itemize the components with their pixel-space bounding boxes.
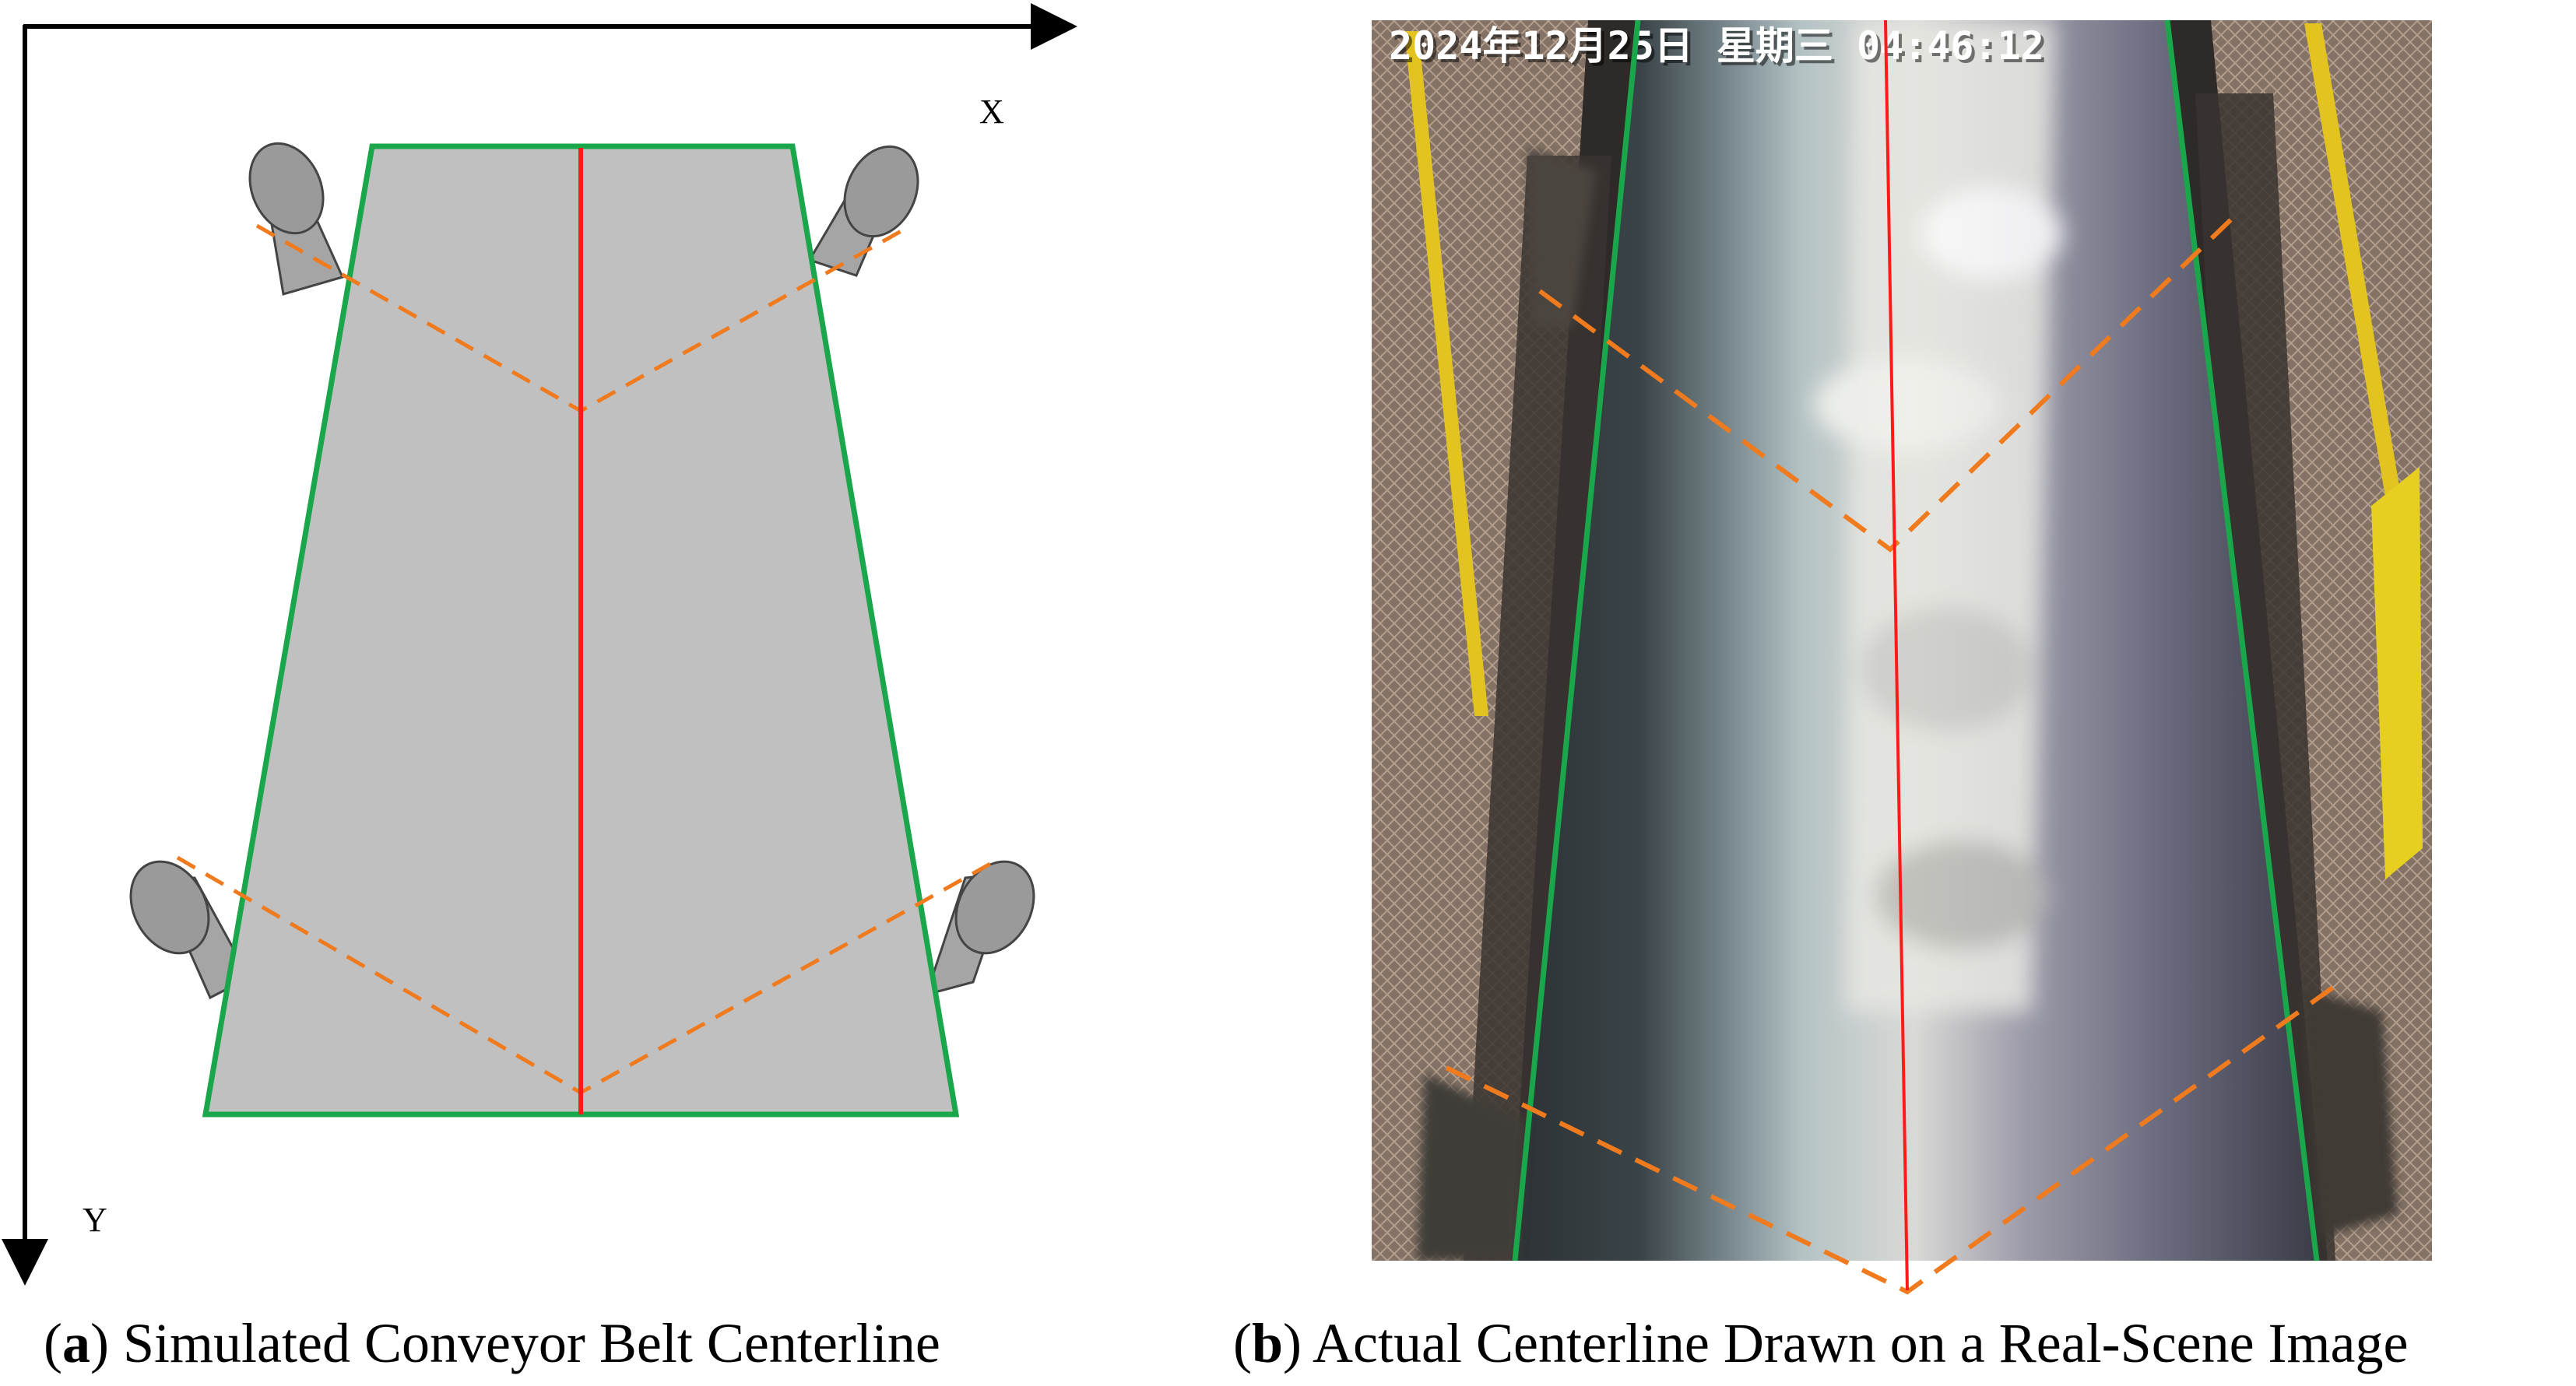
idler-projection-top [1538, 216, 2235, 553]
caption-b-text: Actual Centerline Drawn on a Real-Scene … [1302, 1312, 2409, 1374]
real-scene-photo: 2024年12月25日 星期三 04:46:12 2024年12月25日 星期三… [1372, 20, 2432, 1261]
caption-b: (b) Actual Centerline Drawn on a Real-Sc… [1233, 1312, 2409, 1374]
caption-a-text: Simulated Conveyor Belt Centerline [108, 1312, 940, 1374]
timestamp-shadow: 2024年12月25日 星期三 04:46:12 [1392, 26, 2047, 72]
x-axis-label: X [979, 93, 1004, 131]
panel-a: X Y [2, 3, 1077, 1286]
y-axis-label: Y [83, 1201, 107, 1239]
caption-a: (a) Simulated Conveyor Belt Centerline [44, 1312, 940, 1374]
timestamp: 2024年12月25日 星期三 04:46:12 [1389, 23, 2044, 68]
idler-roller-bottom-right [924, 860, 1035, 997]
panel-b: 2024年12月25日 星期三 04:46:12 2024年12月25日 星期三… [1372, 19, 2432, 1295]
caption-b-letter: b [1251, 1312, 1284, 1374]
caption-a-letter: a [62, 1312, 90, 1374]
belt-centerline [1884, 19, 1909, 1291]
belt-edge-right [2164, 19, 2320, 1261]
idler-roller-top-left [248, 142, 345, 296]
idler-roller-bottom-left [129, 860, 251, 1000]
idler-roller-top-right [807, 145, 919, 277]
idler-projection-bottom [1445, 984, 2335, 1295]
belt-edge-left [1512, 19, 1641, 1261]
